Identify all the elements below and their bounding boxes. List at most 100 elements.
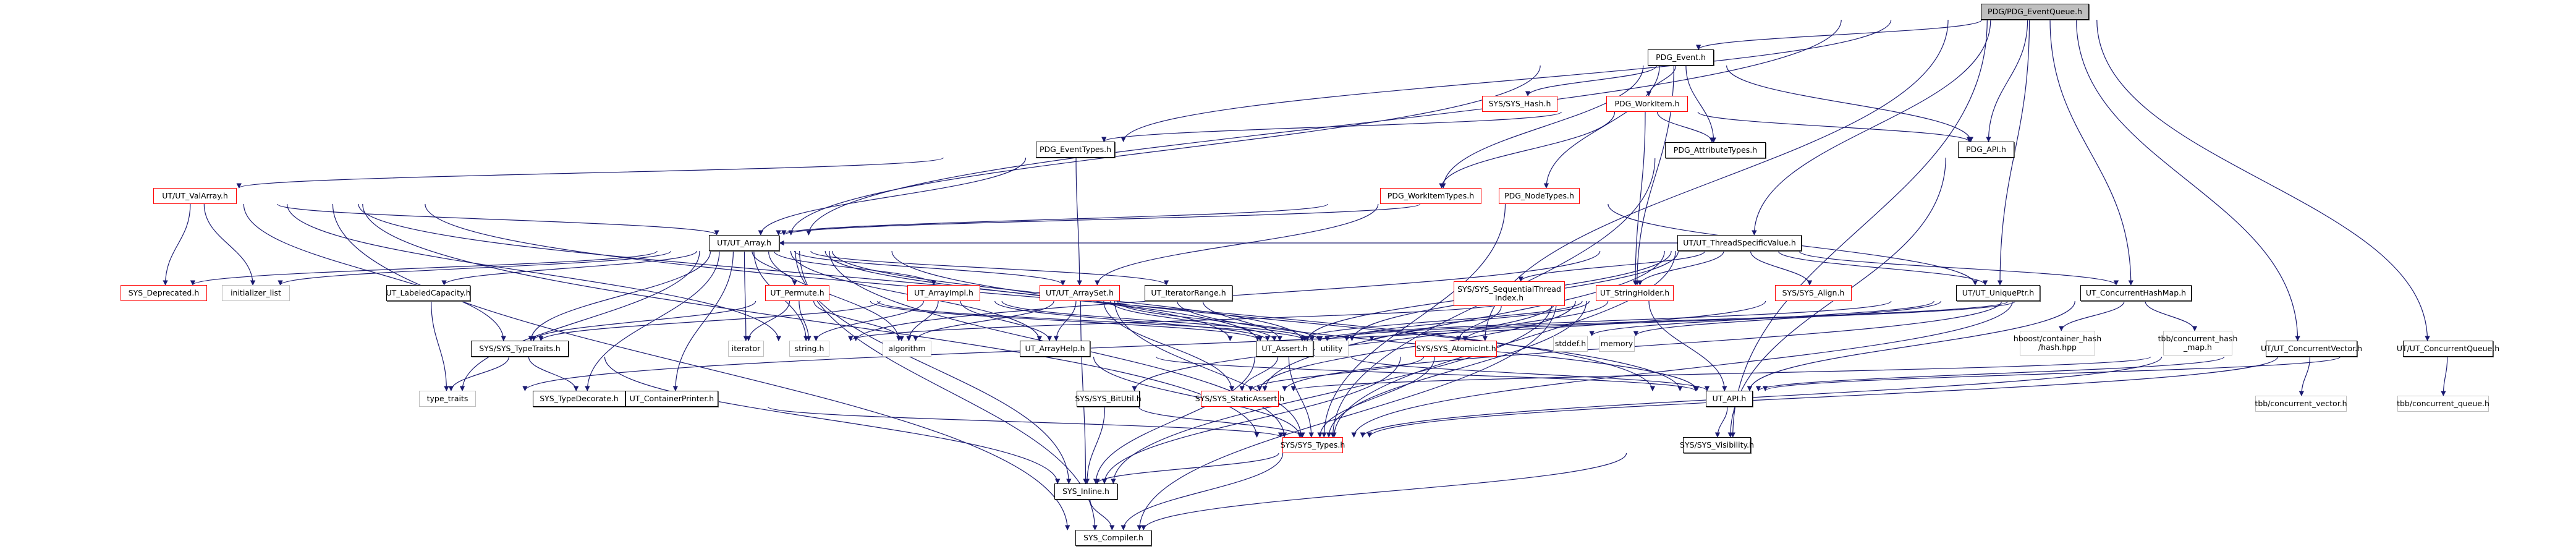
edge-valarray-to-utassert bbox=[358, 203, 1233, 341]
edge-threadspec-to-systypes bbox=[1331, 250, 1676, 438]
node-ut-assert[interactable]: UT_Assert.h bbox=[1256, 341, 1313, 357]
edge-root-to-conchashmap bbox=[2049, 19, 2134, 286]
edge-utapi-to-visibility bbox=[1714, 406, 1728, 438]
node-pdg-eventqueue[interactable]: PDG/PDG_EventQueue.h bbox=[1981, 4, 2089, 20]
edge-stringholder-to-utapi bbox=[1648, 300, 1727, 391]
edge-arrayset-to-utility bbox=[1117, 300, 1322, 341]
node-sys-visibility[interactable]: SYS/SYS_Visibility.h bbox=[1680, 437, 1754, 453]
edge-arrayhelp-to-utapi bbox=[1156, 356, 1698, 391]
node-ut-concurrenthashmap[interactable]: UT_ConcurrentHashMap.h bbox=[2080, 285, 2192, 301]
edge-concqueue-to-utapi bbox=[1763, 356, 2341, 391]
edge-conchashmap-to-systypes bbox=[1351, 300, 2013, 438]
node-pdg-eventtypes[interactable]: PDG_EventTypes.h bbox=[1036, 142, 1115, 158]
edge-arrayimpl-to-utility bbox=[1001, 300, 1315, 341]
node-pdg-workitem[interactable]: PDG_WorkItem.h bbox=[1606, 96, 1688, 112]
node-ut-containerprinter[interactable]: UT_ContainerPrinter.h bbox=[625, 391, 718, 407]
edge-permute-to-algorithm bbox=[813, 300, 904, 341]
edge-permute-to-stringh bbox=[799, 300, 811, 341]
edge-atomicint-to-systypes bbox=[1317, 356, 1435, 438]
edge-atomicint-to-inline bbox=[1101, 356, 1401, 484]
node-sys-hash[interactable]: SYS/SYS_Hash.h bbox=[1482, 96, 1557, 112]
edge-eventtypes-to-valarray bbox=[236, 157, 944, 189]
edge-event-to-utarray bbox=[788, 65, 1541, 236]
edge-bitutil-to-inline bbox=[1084, 406, 1106, 484]
node-pdg-workitemtypes[interactable]: PDG_WorkItemTypes.h bbox=[1380, 188, 1481, 204]
node-pdg-event[interactable]: PDG_Event.h bbox=[1648, 49, 1714, 66]
edge-permute-to-typetraitsh bbox=[531, 300, 756, 341]
edge-concqueue-to-systypes bbox=[1366, 356, 2279, 438]
node-sys-typedecorate[interactable]: SYS_TypeDecorate.h bbox=[533, 391, 625, 407]
edge-arrayimpl-to-algorithm bbox=[906, 300, 939, 341]
node-ut-uniqueptr[interactable]: UT/UT_UniquePtr.h bbox=[1956, 285, 2040, 301]
node-pdg-nodetypes[interactable]: PDG_NodeTypes.h bbox=[1499, 188, 1580, 204]
node-ut-valarray[interactable]: UT/UT_ValArray.h bbox=[153, 188, 237, 204]
node-sys-typetraits[interactable]: SYS/SYS_TypeTraits.h bbox=[471, 341, 569, 357]
edge-threadspec-to-uniqueptr bbox=[1777, 250, 1988, 286]
node-sys-bitutil[interactable]: SYS/SYS_BitUtil.h bbox=[1075, 391, 1142, 407]
edge-utarray-to-labeledcap bbox=[441, 250, 697, 286]
edge-utarray-to-deprecated bbox=[190, 250, 658, 286]
node-ut-concurrentqueue[interactable]: UT/UT_ConcurrentQueue.h bbox=[2397, 341, 2499, 357]
edge-conchashmap-to-utility bbox=[1369, 300, 2016, 341]
node-ut-api[interactable]: UT_API.h bbox=[1706, 391, 1753, 407]
node-ut-array[interactable]: UT/UT_Array.h bbox=[709, 235, 779, 251]
node-ut-arrayimpl[interactable]: UT_ArrayImpl.h bbox=[907, 285, 980, 301]
node-ut-labeledcapacity[interactable]: UT_LabeledCapacity.h bbox=[386, 285, 471, 301]
node-sys-atomicint[interactable]: SYS/SYS_AtomicInt.h bbox=[1415, 341, 1497, 357]
node-pdg-api[interactable]: PDG_API.h bbox=[1958, 142, 2014, 158]
edge-arrayimpl-to-typetraitsh bbox=[538, 300, 881, 341]
edge-visibility-to-compiler bbox=[1141, 453, 1627, 530]
node-ut-concurrentvector[interactable]: UT/UT_ConcurrentVector.h bbox=[2261, 341, 2362, 357]
node-sys-types[interactable]: SYS/SYS_Types.h bbox=[1281, 437, 1345, 453]
node-pdg-attributetypes[interactable]: PDG_AttributeTypes.h bbox=[1665, 142, 1766, 158]
edge-eventtypes-to-arrayset bbox=[1075, 157, 1082, 286]
node-memory: memory bbox=[1599, 336, 1635, 352]
edge-root-to-visibility bbox=[1730, 19, 1988, 438]
node-stddef-h: stddef.h bbox=[1553, 336, 1588, 352]
edge-permute-to-utility bbox=[877, 300, 1308, 341]
edge-uniqueptr-to-memory bbox=[1633, 300, 1942, 336]
node-sys-deprecated[interactable]: SYS_Deprecated.h bbox=[121, 285, 207, 301]
node-ut-stringholder[interactable]: UT_StringHolder.h bbox=[1596, 285, 1674, 301]
node-ut-threadspecificvalue[interactable]: UT/UT_ThreadSpecificValue.h bbox=[1677, 235, 1802, 251]
edge-inline-to-compiler bbox=[1090, 499, 1115, 530]
node-initializer-list: initializer_list bbox=[222, 285, 290, 301]
edge-permute-to-utassert bbox=[870, 300, 1263, 341]
edge-systypes-to-inline bbox=[1095, 453, 1279, 484]
edge-root-to-concqueue bbox=[2096, 19, 2430, 341]
node-sys-align[interactable]: SYS/SYS_Align.h bbox=[1775, 285, 1852, 301]
edge-eventtypes-to-utarray bbox=[758, 157, 1027, 236]
node-hboost-hash: hboost/container_hash /hash.hpp bbox=[2014, 331, 2101, 355]
edge-stringholder-to-utassert bbox=[1299, 300, 1583, 341]
edge-stringholder-to-compiler bbox=[1137, 300, 1557, 530]
edge-valarray-to-deprecated bbox=[163, 203, 191, 286]
node-ut-arrayhelp[interactable]: UT_ArrayHelp.h bbox=[1020, 341, 1090, 357]
edge-arrayset-to-utassert bbox=[1110, 300, 1277, 341]
node-sys-sequentialthreadindex[interactable]: SYS/SYS_SequentialThread Index.h bbox=[1454, 281, 1565, 306]
edge-arrayset-to-arrayhelp bbox=[1053, 300, 1077, 341]
edge-utarray-to-arrayset bbox=[794, 250, 1066, 286]
node-sys-compiler[interactable]: SYS_Compiler.h bbox=[1075, 530, 1151, 546]
edge-concqueue-to-tbbqueue bbox=[2441, 356, 2448, 396]
edge-arrayimpl-to-stringh bbox=[813, 300, 924, 341]
node-sys-inline[interactable]: SYS_Inline.h bbox=[1054, 483, 1117, 500]
edge-stringholder-to-atomicint bbox=[1462, 300, 1609, 341]
node-ut-iteratorrange[interactable]: UT_IteratorRange.h bbox=[1145, 285, 1232, 301]
node-type-traits: type_traits bbox=[419, 391, 476, 407]
node-tbb-concurrent-vector: tbb/concurrent_vector.h bbox=[2255, 396, 2347, 412]
edge-workitem-to-eventtypes bbox=[1101, 111, 1562, 142]
edge-utarray-to-containerprinter bbox=[672, 250, 734, 391]
edge-typetraitsh-to-inline bbox=[604, 356, 1061, 484]
edge-utassert-to-staticassert bbox=[1239, 356, 1279, 391]
node-ut-arrayset[interactable]: UT/UT_ArraySet.h bbox=[1040, 285, 1120, 301]
edge-utarray-to-iterator bbox=[743, 250, 749, 341]
edge-concvector-to-utapi bbox=[1756, 356, 2225, 391]
edge-seqthread-to-atomicint bbox=[1456, 305, 1502, 341]
node-sys-staticassert[interactable]: SYS/SYS_StaticAssert.h bbox=[1195, 391, 1284, 407]
node-tbb-concurrent-queue: tbb/concurrent_queue.h bbox=[2397, 396, 2489, 412]
node-iterator: iterator bbox=[728, 341, 764, 357]
edge-utarray-to-typedecorate bbox=[585, 250, 720, 391]
node-ut-permute[interactable]: UT_Permute.h bbox=[765, 285, 829, 301]
edge-event-to-workitemtypes bbox=[1441, 65, 1644, 189]
